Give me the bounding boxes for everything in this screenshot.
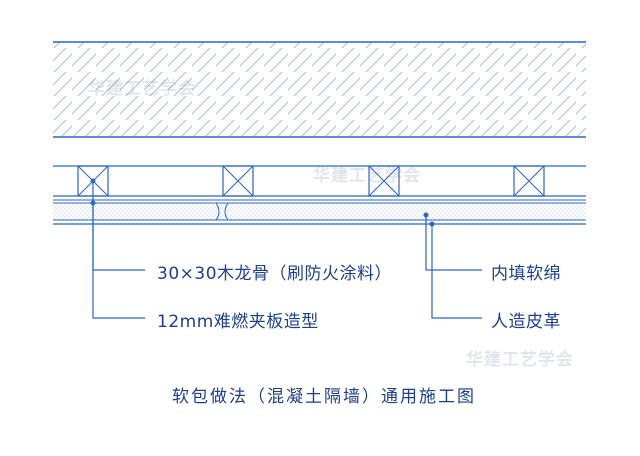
- drawing-caption: 软包做法（混凝土隔墙）通用施工图: [172, 387, 476, 407]
- label-wood-keel: 30×30木龙骨（刷防火涂料）: [157, 264, 393, 284]
- leader-lines: [90, 178, 482, 319]
- watermark-3: 华建工艺学会: [466, 350, 574, 370]
- label-plywood-board: 12mm难燃夹板造型: [157, 312, 319, 332]
- wood-keel-3: [368, 165, 400, 197]
- label-soft-filler: 内填软绵: [491, 264, 561, 284]
- watermark-1: 华建工艺学会: [88, 79, 196, 99]
- wood-keel-2: [222, 165, 254, 197]
- concrete-wall: [53, 41, 586, 138]
- wood-keel-4: [513, 165, 545, 197]
- soft-pack-layers: [53, 199, 586, 225]
- watermark-2: 华建工艺学会: [313, 166, 421, 186]
- label-artificial-leather: 人造皮革: [491, 312, 561, 332]
- keel-layer: [53, 165, 586, 197]
